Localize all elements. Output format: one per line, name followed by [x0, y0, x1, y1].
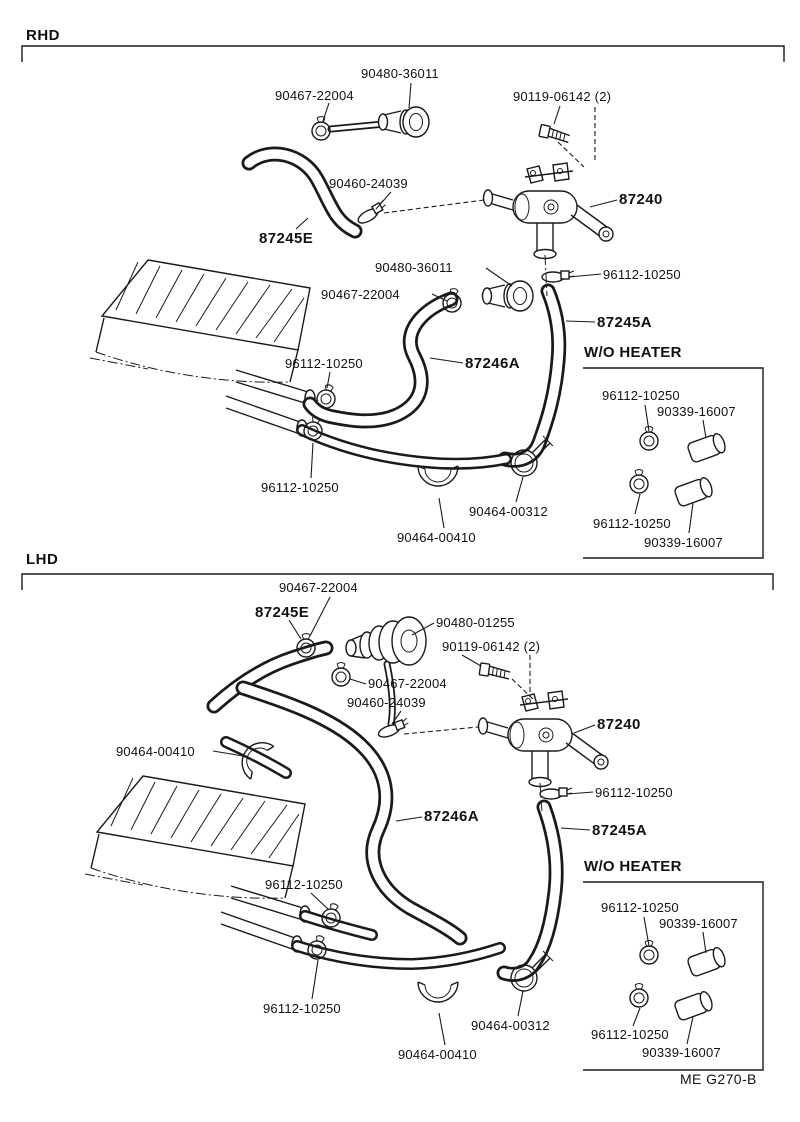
rhd-section-bracket [21, 45, 785, 62]
hose-stub-90339-16007 [685, 431, 728, 464]
wo-heater-box [583, 881, 764, 1071]
part-callout: 87246A [424, 808, 479, 825]
section-title-lhd: LHD [26, 551, 59, 568]
wo-heater-box [583, 367, 764, 559]
wire-clamp-96112-10250 [629, 982, 649, 1008]
part-callout: 96112-10250 [591, 1027, 669, 1042]
part-callout: 90467-22004 [368, 676, 447, 691]
lhd-illustration [21, 573, 774, 1071]
valve-centerline [544, 254, 548, 297]
hose-87245e [241, 146, 363, 239]
part-callout: 90339-16007 [659, 916, 738, 931]
part-callout: 90464-00410 [397, 530, 476, 545]
part-callout: 90464-00312 [469, 504, 548, 519]
wo-heater-title: W/O HEATER [584, 858, 682, 875]
valve-centerline [539, 782, 543, 813]
page-code: ME G270-B [680, 1071, 757, 1087]
hose-87246a [235, 680, 468, 946]
hose-87245e [206, 640, 334, 714]
water-valve-87240 [477, 690, 609, 788]
part-callout: 90464-00410 [398, 1047, 477, 1062]
lhd-section-bracket [21, 573, 774, 590]
part-callout: 96112-10250 [601, 900, 679, 915]
hose-stub-90339-16007 [672, 989, 715, 1022]
part-callout: 90467-22004 [275, 88, 354, 103]
part-callout: 87245A [597, 314, 652, 331]
part-callout: 90460-24039 [347, 695, 426, 710]
engine-illustration [89, 259, 316, 437]
hose-stub-90339-16007 [685, 945, 728, 978]
part-callout: 90464-00312 [471, 1018, 550, 1033]
part-callout: 90119-06142 (2) [442, 639, 541, 654]
part-callout: 96112-10250 [595, 785, 673, 800]
part-callout: 87245E [255, 604, 310, 621]
hose-87245a [496, 799, 564, 982]
part-callout: 90460-24039 [329, 176, 408, 191]
assembly-dash-lines [383, 107, 596, 214]
wire-clamp-96112-10250 [629, 468, 649, 494]
part-callout: 87240 [619, 191, 663, 208]
part-callout: 96112-10250 [285, 356, 363, 371]
part-callout: 90480-36011 [361, 66, 439, 81]
clamp-96112-10250 [539, 787, 573, 800]
part-callout: 87240 [597, 716, 641, 733]
part-callout: 90467-22004 [279, 580, 358, 595]
heater-valve-90480-01255 [345, 616, 427, 666]
grommet-90480-36011 [481, 280, 534, 312]
part-callout: 87245E [259, 230, 314, 247]
engine-illustration [84, 775, 311, 953]
hose-engine-run [220, 736, 506, 971]
wo-heater-title: W/O HEATER [584, 344, 682, 361]
part-callout: 96112-10250 [265, 877, 343, 892]
part-callout: 90339-16007 [644, 535, 723, 550]
holder-90464-00410 [417, 981, 459, 1003]
part-callout: 96112-10250 [602, 388, 680, 403]
hose-87245a [497, 283, 567, 468]
part-callout: 96112-10250 [263, 1001, 341, 1016]
leader-lines [295, 82, 707, 534]
hose-87246a [302, 291, 459, 429]
part-callout: 87245A [592, 822, 647, 839]
part-callout: 90339-16007 [657, 404, 736, 419]
clamp-90460-24039 [354, 199, 390, 227]
wire-clamp-90467-22004 [331, 661, 351, 687]
hose-stub-90339-16007 [672, 475, 715, 508]
part-callout: 90339-16007 [642, 1045, 721, 1060]
part-callout: 90480-36011 [375, 260, 453, 275]
section-title-rhd: RHD [26, 27, 60, 44]
part-callout: 90480-01255 [436, 615, 515, 630]
bolt-90119-06142 [478, 662, 512, 680]
tube-heater-outlet [383, 660, 396, 728]
grommet-90480-36011 [377, 106, 430, 138]
part-callout: 90119-06142 (2) [513, 89, 612, 104]
part-callout: 87246A [465, 355, 520, 372]
part-callout: 96112-10250 [603, 267, 681, 282]
part-callout: 90467-22004 [321, 287, 400, 302]
part-callout: 96112-10250 [593, 516, 671, 531]
leader-lines [212, 596, 707, 1046]
part-callout: 96112-10250 [261, 480, 339, 495]
part-callout: 90464-00410 [116, 744, 195, 759]
assembly-dash-lines [403, 655, 534, 735]
rhd-illustration [21, 45, 785, 559]
tube-to-grommet [327, 120, 388, 133]
hose-engine-run [296, 424, 512, 470]
wire-clamp-90467-22004 [311, 115, 331, 141]
bolt-90119-06142 [538, 123, 572, 144]
water-valve-87240 [482, 162, 614, 260]
